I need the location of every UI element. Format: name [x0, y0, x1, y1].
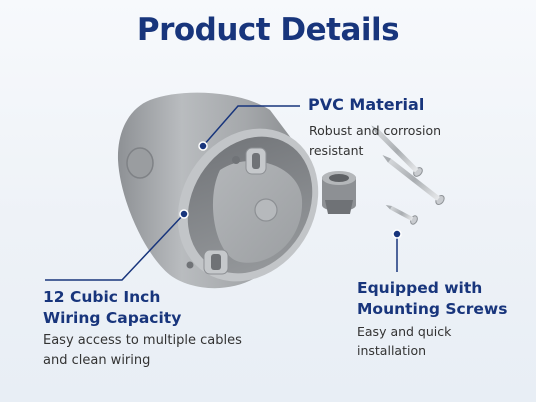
pvc-desc-line-1: Robust and corrosion [309, 123, 442, 138]
junction-box [117, 92, 319, 289]
screws-title-line-2: Mounting Screws [357, 300, 508, 318]
cable-grommet [322, 171, 356, 214]
pvc-desc-line-2: resistant [309, 143, 364, 158]
callout-pvc [198, 105, 300, 151]
callout-capacity [45, 209, 189, 281]
wiring-capacity-title: 12 Cubic Inch Wiring Capacity [43, 287, 243, 329]
screws-desc-line-1: Easy and quick [357, 324, 452, 339]
mounting-screws [371, 125, 445, 225]
capacity-desc-line-2: and clean wiring [43, 353, 151, 368]
screws-title-line-1: Equipped with [357, 279, 483, 297]
pvc-material-title: PVC Material [308, 95, 425, 114]
callout-screws [392, 229, 402, 272]
mounting-screws-description: Easy and quick installation [357, 322, 507, 360]
mounting-screws-title: Equipped with Mounting Screws [357, 278, 527, 320]
pvc-material-description: Robust and corrosion resistant [309, 121, 489, 161]
page-title: Product Details [136, 12, 400, 48]
capacity-desc-line-1: Easy access to multiple cables [43, 333, 242, 348]
capacity-title-line-2: Wiring Capacity [43, 309, 182, 327]
screws-desc-line-2: installation [357, 343, 427, 358]
capacity-title-line-1: 12 Cubic Inch [43, 288, 161, 306]
wiring-capacity-description: Easy access to multiple cables and clean… [43, 331, 283, 371]
